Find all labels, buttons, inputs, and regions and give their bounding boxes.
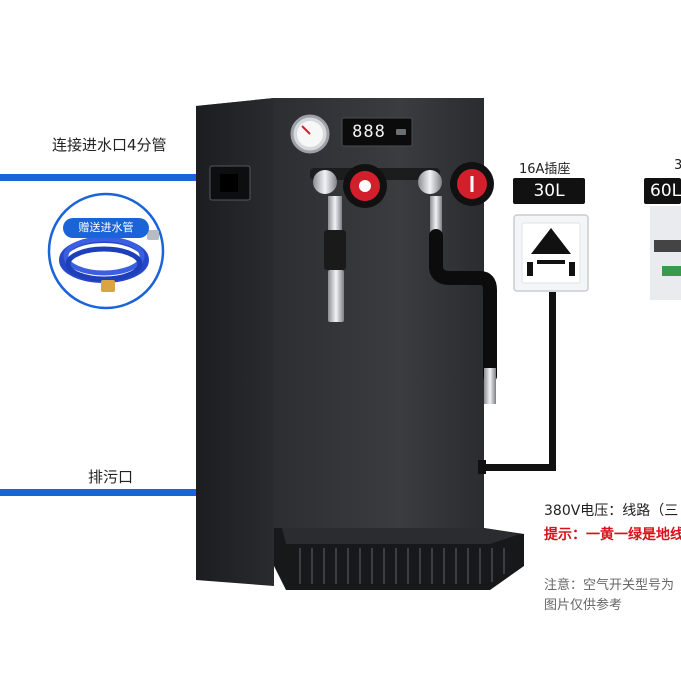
power-socket-icon bbox=[513, 214, 589, 292]
hose-gift-illustration: 赠送进水管 bbox=[47, 192, 165, 310]
inlet-label: 连接进水口4分管 bbox=[52, 136, 167, 154]
breaker-icon bbox=[650, 206, 681, 300]
power-cable-horizontal bbox=[478, 464, 556, 471]
machine-illustration bbox=[196, 98, 524, 590]
socket-16a-label: 16A插座 bbox=[519, 162, 571, 177]
inlet-pipe-line bbox=[0, 174, 196, 181]
drain-pipe-line bbox=[0, 489, 196, 496]
socket-plate bbox=[513, 214, 589, 292]
steam-water-machine: 888 bbox=[190, 96, 530, 596]
ground-hint-label: 提示：一黄一绿是地线 bbox=[544, 527, 681, 543]
hose-gift-label: 赠送进水管 bbox=[78, 221, 134, 234]
hose-coil-icon bbox=[47, 192, 165, 310]
volume-60l-badge: 60L bbox=[644, 178, 681, 204]
temperature-display: 888 bbox=[352, 122, 386, 142]
switch-note-label: 注意：空气开关型号为 bbox=[544, 578, 675, 593]
volume-30l-badge: 30L bbox=[513, 178, 585, 204]
breaker-partial bbox=[650, 206, 681, 300]
power-cable-vertical bbox=[549, 292, 556, 470]
socket-partial-label: 3 bbox=[674, 158, 681, 173]
power-cable-left-segment bbox=[478, 460, 486, 474]
display-button[interactable] bbox=[396, 129, 406, 135]
reference-note-label: 图片仅供参考 bbox=[544, 598, 623, 613]
voltage-380-label: 380V电压：线路（三 bbox=[544, 503, 679, 519]
drain-label: 排污口 bbox=[88, 468, 134, 486]
hose-gift-badge: 赠送进水管 bbox=[63, 218, 149, 238]
